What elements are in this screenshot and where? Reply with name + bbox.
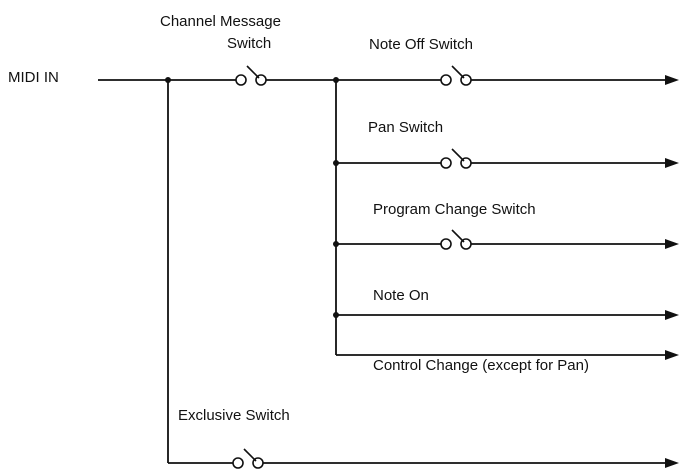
note-off-switch-label: Note Off Switch: [369, 36, 473, 53]
program-change-switch-contact-left: [440, 238, 452, 250]
note-off-switch-contact-left: [440, 74, 452, 86]
channel-switch-blade: [246, 65, 260, 79]
channel-message-switch-label-line2: Switch: [227, 35, 271, 52]
program-change-switch-symbol: [440, 229, 472, 250]
program-change-switch-blade: [451, 229, 465, 243]
channel-message-switch-symbol: [235, 65, 267, 86]
junction-pan: [333, 160, 339, 166]
control-change-label: Control Change (except for Pan): [373, 357, 589, 374]
junction-note-off: [333, 77, 339, 83]
midi-in-label: MIDI IN: [8, 69, 59, 86]
note-off-arrow: [665, 75, 679, 85]
pan-switch-blade: [451, 148, 465, 162]
program-change-arrow: [665, 239, 679, 249]
junction-note-on: [333, 312, 339, 318]
note-off-switch-symbol: [440, 65, 472, 86]
exclusive-arrow: [665, 458, 679, 468]
pan-arrow: [665, 158, 679, 168]
control-change-arrow: [665, 350, 679, 360]
note-on-label: Note On: [373, 287, 429, 304]
pan-switch-symbol: [440, 148, 472, 169]
note-on-arrow: [665, 310, 679, 320]
junction-program-change: [333, 241, 339, 247]
program-change-switch-label: Program Change Switch: [373, 201, 536, 218]
channel-message-switch-label-line1: Channel Message: [160, 13, 281, 30]
channel-switch-contact-left: [235, 74, 247, 86]
note-off-switch-blade: [451, 65, 465, 79]
exclusive-switch-contact-left: [232, 457, 244, 469]
exclusive-switch-blade: [243, 448, 257, 462]
junction-midi-in: [165, 77, 171, 83]
exclusive-switch-symbol: [232, 448, 264, 469]
pan-switch-label: Pan Switch: [368, 119, 443, 136]
exclusive-switch-label: Exclusive Switch: [178, 407, 290, 424]
pan-switch-contact-left: [440, 157, 452, 169]
